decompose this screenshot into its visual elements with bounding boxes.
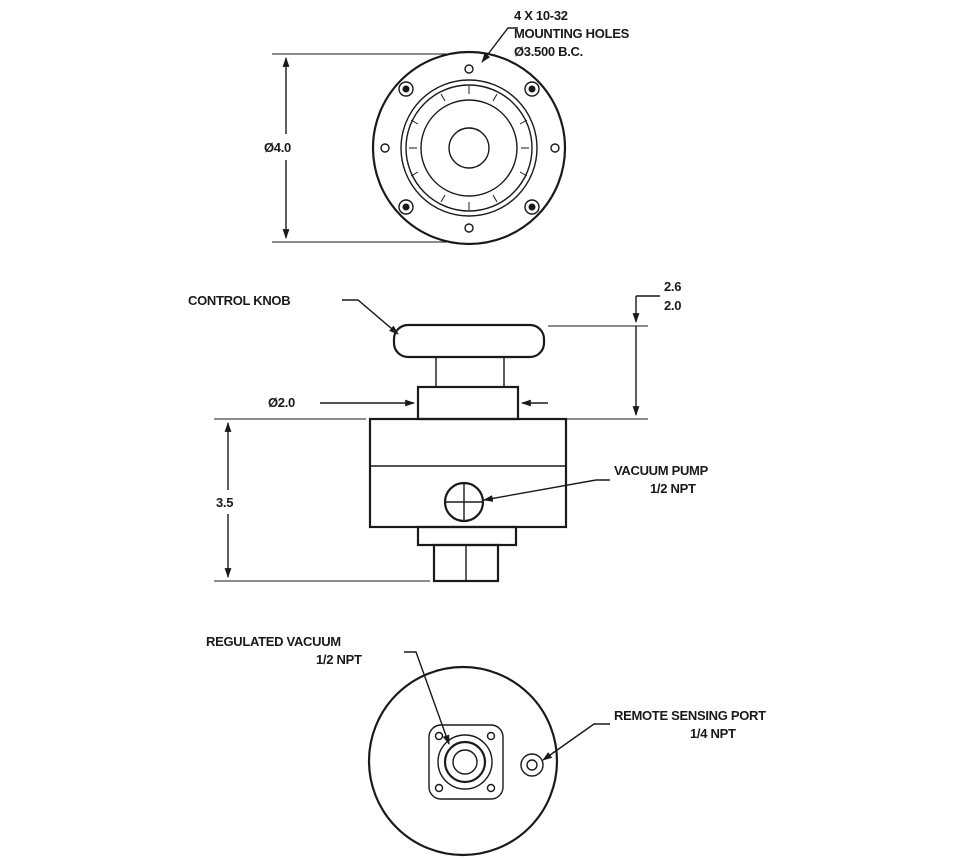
- height-dim-min: 2.0: [664, 298, 681, 313]
- mounting-note-line-1: 4 X 10-32: [514, 8, 568, 23]
- top-view: 4 X 10-32 MOUNTING HOLES Ø3.500 B.C. Ø4.…: [264, 8, 630, 246]
- bottom-view-outline: [367, 665, 559, 857]
- remote-sensing-label-2: 1/4 NPT: [690, 726, 736, 741]
- regulated-vacuum-fitting: [428, 724, 504, 800]
- mounting-note-line-2: MOUNTING HOLES: [514, 26, 630, 41]
- control-knob-label: CONTROL KNOB: [188, 293, 290, 308]
- control-knob: [392, 323, 546, 387]
- body-height-label: 3.5: [216, 495, 233, 510]
- diameter-dimension: [272, 53, 450, 243]
- body-height-dimension: [214, 418, 430, 582]
- regulated-vacuum-label-1: REGULATED VACUUM: [206, 634, 341, 649]
- height-dim-max: 2.6: [664, 279, 681, 294]
- height-dimension: [520, 295, 660, 420]
- bottom-view: REGULATED VACUUM 1/2 NPT REMOTE SENSING …: [206, 634, 766, 857]
- top-view-flange: [371, 50, 567, 246]
- diameter-label: Ø4.0: [264, 140, 291, 155]
- bottom-fitting: [416, 525, 518, 547]
- top-view-knurl: [409, 86, 529, 210]
- side-view: CONTROL KNOB VACUUM PUMP 1/2 NPT 2.6 2.0: [188, 279, 709, 583]
- mounting-note-line-3: Ø3.500 B.C.: [514, 44, 583, 59]
- regulated-vacuum-label-2: 1/2 NPT: [316, 652, 362, 667]
- remote-sensing-port: [520, 753, 544, 777]
- neck-diameter-label: Ø2.0: [268, 395, 295, 410]
- remote-sensing-label-1: REMOTE SENSING PORT: [614, 708, 766, 723]
- body: [368, 417, 568, 529]
- vacuum-pump-label-1: VACUUM PUMP: [614, 463, 709, 478]
- vacuum-pump-port: [443, 481, 485, 523]
- vacuum-pump-label-2: 1/2 NPT: [650, 481, 696, 496]
- mounting-holes: [380, 64, 560, 233]
- neck: [416, 385, 520, 421]
